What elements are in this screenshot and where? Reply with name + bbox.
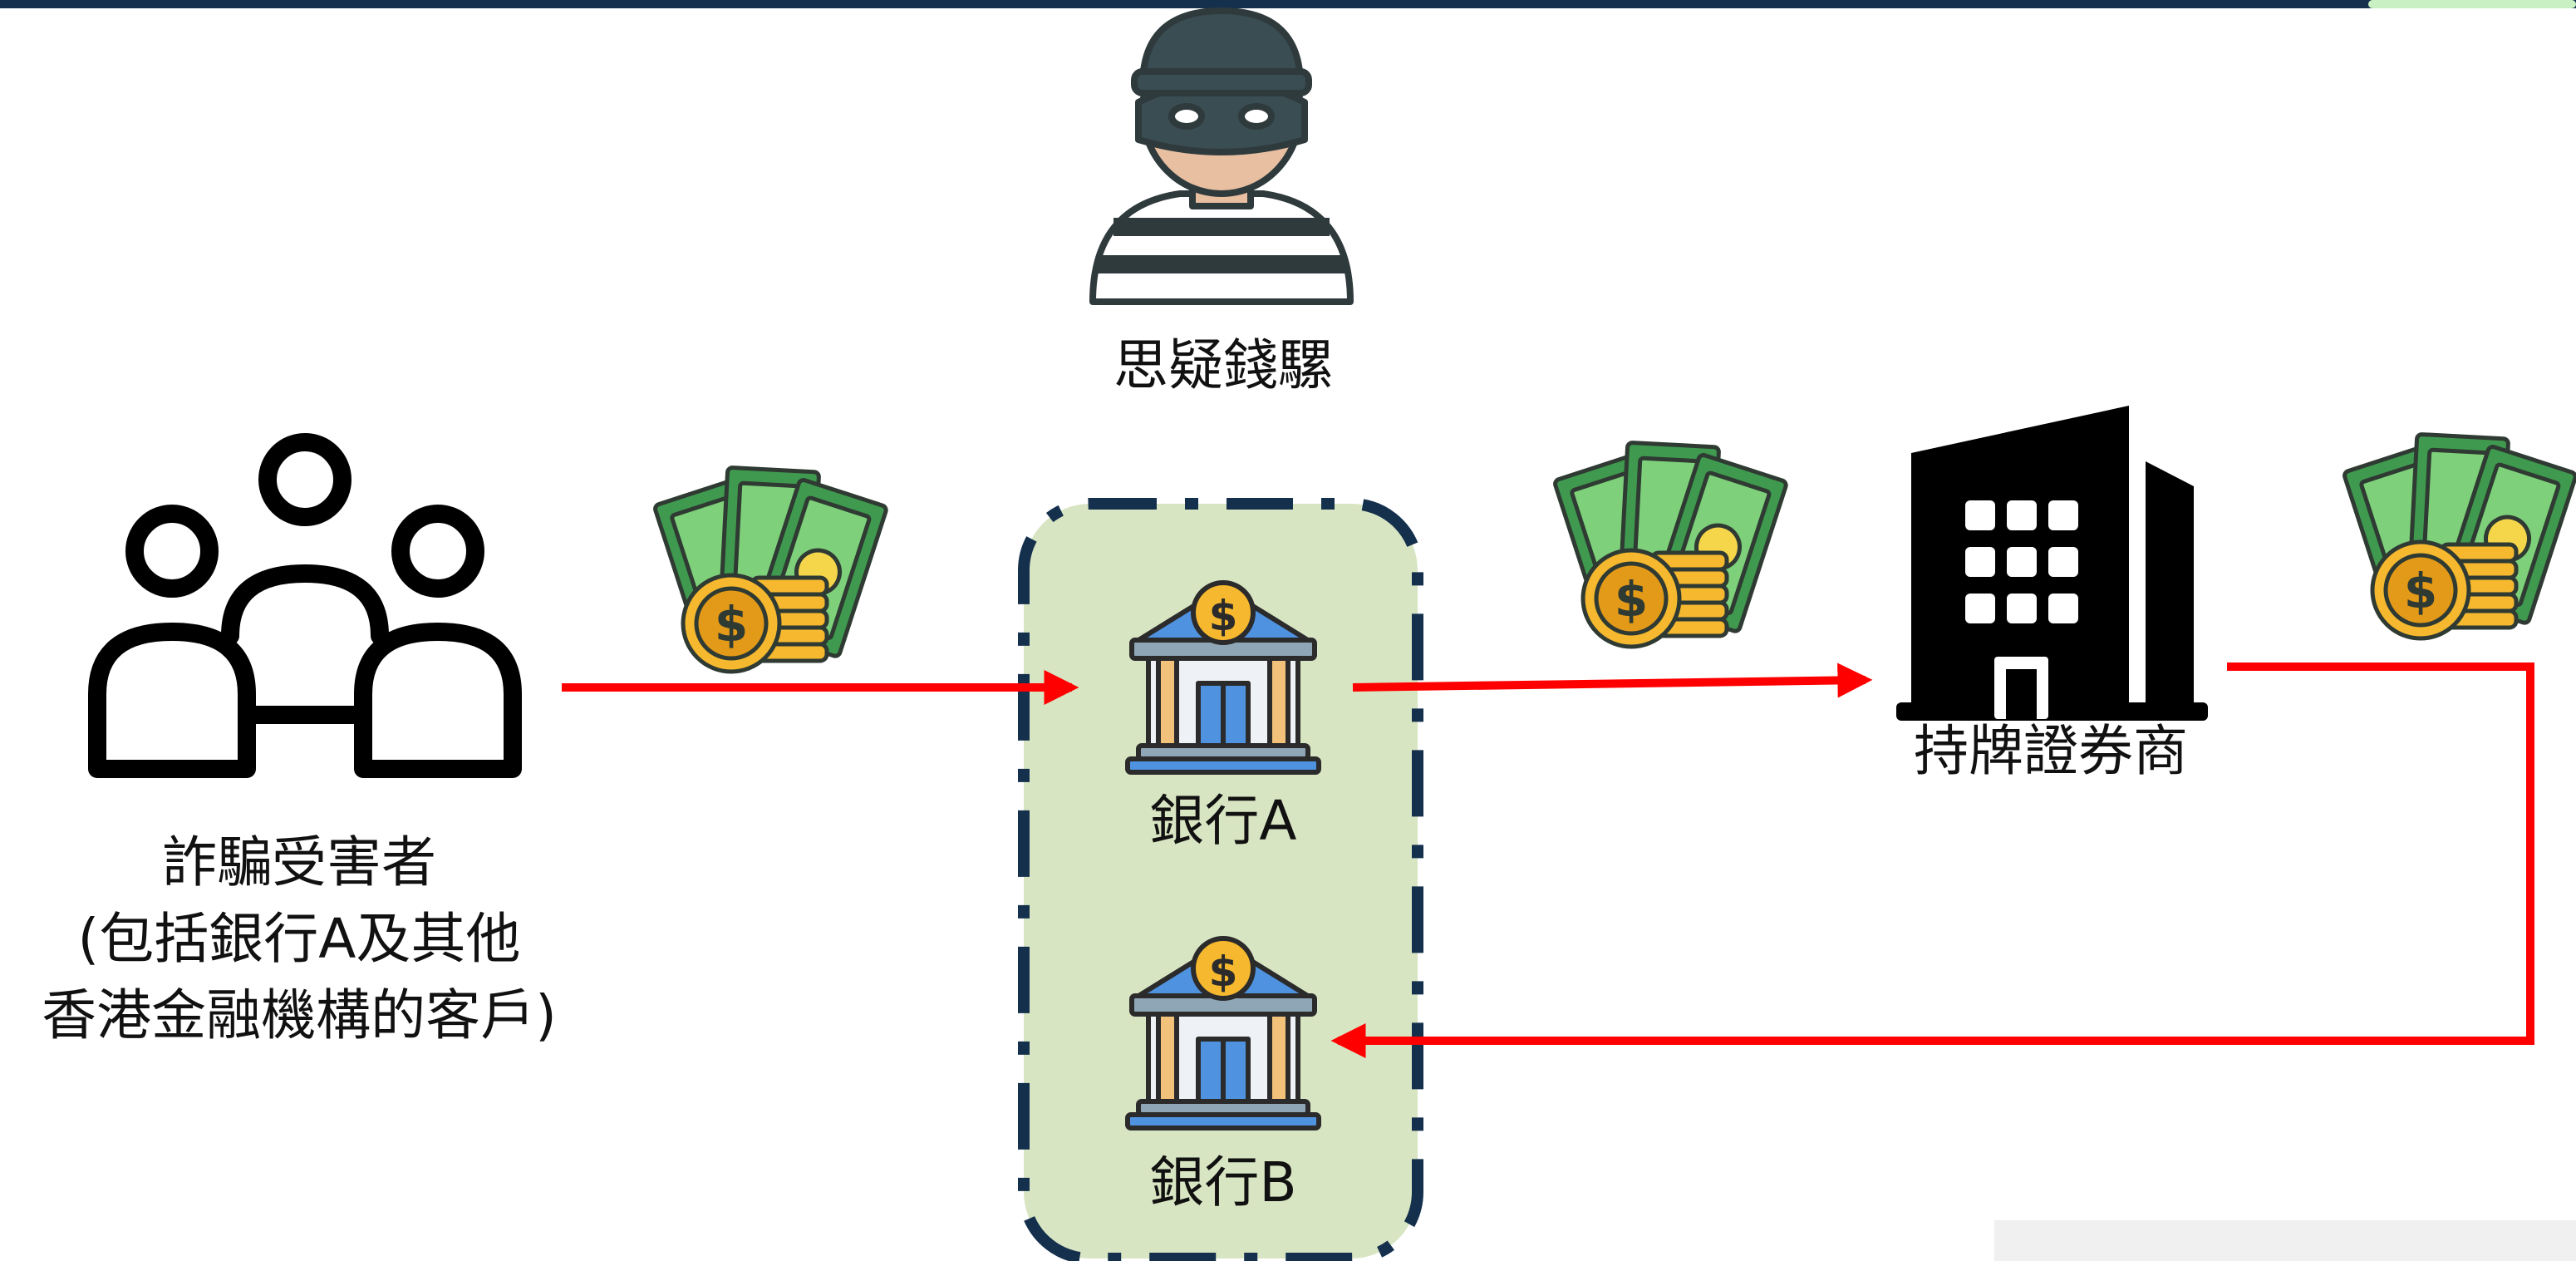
- victims-label-line-3: 香港金融機構的客戶): [42, 983, 557, 1047]
- money-icon: [654, 467, 887, 672]
- flow-arrow-broker-to-bank-b: [1330, 663, 2534, 1058]
- victims-label-line-1: 詐騙受害者: [162, 830, 436, 894]
- money-icon: [2343, 434, 2576, 638]
- flow-arrow-bank-a-to-broker: [1352, 663, 1873, 698]
- corner-shadow: [1994, 1220, 2576, 1261]
- thief-icon: [1089, 7, 1354, 305]
- victims-label-line-2: (包括銀行A及其他: [78, 907, 521, 971]
- bank-a-label: 銀行A: [1149, 789, 1296, 853]
- suspect-label: 思疑錢騾: [1113, 333, 1333, 397]
- top-bar-accent: [2368, 0, 2576, 8]
- bank-group-container: [1018, 498, 1423, 1261]
- office-building-icon: [1896, 406, 2208, 721]
- bank-b-label: 銀行B: [1149, 1150, 1296, 1214]
- broker-label: 持牌證券商: [1914, 719, 2188, 783]
- top-bar: [0, 0, 2576, 8]
- people-group-icon: [88, 433, 522, 778]
- money-icon: [1554, 442, 1787, 647]
